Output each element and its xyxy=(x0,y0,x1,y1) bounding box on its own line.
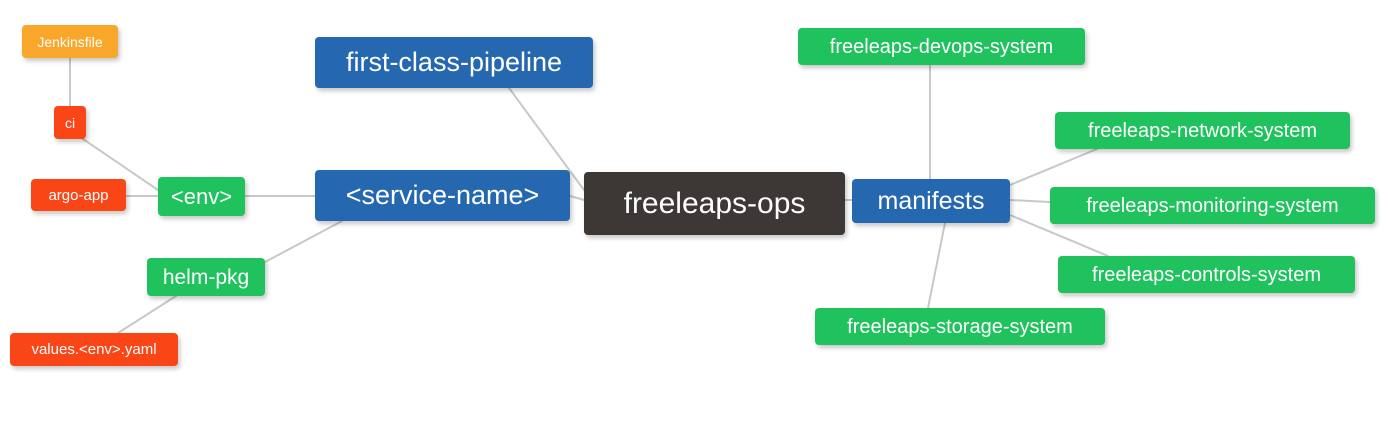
mindmap-node-label-helm-pkg: helm-pkg xyxy=(162,265,250,289)
mindmap-node-label-manifests: manifests xyxy=(877,186,985,215)
mindmap-node-storage-system[interactable]: freeleaps-storage-system xyxy=(815,308,1105,345)
mindmap-edge-root-to-service-name xyxy=(569,195,585,201)
mindmap-node-label-ci: ci xyxy=(64,114,76,131)
mindmap-node-label-env: <env> xyxy=(170,183,233,209)
mindmap-node-argo-app[interactable]: argo-app xyxy=(31,179,126,211)
mindmap-node-label-monitoring-system: freeleaps-monitoring-system xyxy=(1086,194,1339,217)
mindmap-node-label-argo-app: argo-app xyxy=(48,186,109,204)
mindmap-node-first-class-pipeline[interactable]: first-class-pipeline xyxy=(315,37,593,88)
mindmap-node-monitoring-system[interactable]: freeleaps-monitoring-system xyxy=(1050,187,1375,224)
mindmap-node-ci[interactable]: ci xyxy=(54,106,86,139)
mindmap-edge-helm-pkg-to-values-yaml xyxy=(117,295,177,334)
mindmap-node-label-first-class-pipeline: first-class-pipeline xyxy=(345,47,563,77)
mindmap-node-helm-pkg[interactable]: helm-pkg xyxy=(147,258,265,296)
mindmap-node-label-service-name: <service-name> xyxy=(345,180,540,210)
mindmap-node-label-jenkinsfile: Jenkinsfile xyxy=(37,33,103,50)
mindmap-node-manifests[interactable]: manifests xyxy=(852,179,1010,223)
mindmap-node-label-storage-system: freeleaps-storage-system xyxy=(847,315,1073,338)
mindmap-node-root[interactable]: freeleaps-ops xyxy=(584,172,845,235)
mindmap-node-label-devops-system: freeleaps-devops-system xyxy=(829,35,1054,58)
mindmap-node-label-controls-system: freeleaps-controls-system xyxy=(1092,263,1321,286)
mindmap-node-jenkinsfile[interactable]: Jenkinsfile xyxy=(22,25,118,58)
mindmap-node-controls-system[interactable]: freeleaps-controls-system xyxy=(1058,256,1355,293)
mindmap-edge-manifests-to-network-system xyxy=(1009,148,1098,186)
mindmap-node-network-system[interactable]: freeleaps-network-system xyxy=(1055,112,1350,149)
mindmap-node-devops-system[interactable]: freeleaps-devops-system xyxy=(798,28,1085,65)
mindmap-edge-service-name-to-helm-pkg xyxy=(264,220,343,263)
mindmap-node-label-values-yaml: values.<env>.yaml xyxy=(31,341,157,358)
mindmap-node-values-yaml[interactable]: values.<env>.yaml xyxy=(10,333,178,366)
mindmap-node-env[interactable]: <env> xyxy=(158,177,245,216)
mindmap-edge-manifests-to-monitoring-system xyxy=(1009,199,1051,203)
mindmap-edge-manifests-to-storage-system xyxy=(927,222,946,309)
mindmap-node-service-name[interactable]: <service-name> xyxy=(315,170,570,221)
mindmap-node-label-root: freeleaps-ops xyxy=(623,186,806,220)
mindmap-node-label-network-system: freeleaps-network-system xyxy=(1088,119,1317,142)
